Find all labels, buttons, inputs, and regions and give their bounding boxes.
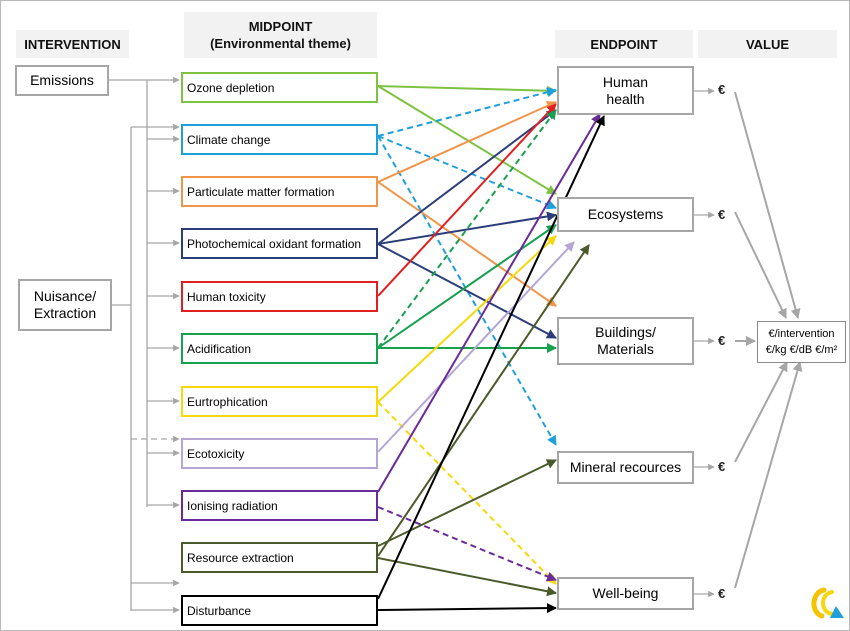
impact-arrow-9 <box>377 244 590 557</box>
midpoint-label: Resource extraction <box>187 550 294 565</box>
endpoint-ecosystems: Ecosystems <box>557 197 694 232</box>
midpoint-label: Acidification <box>187 341 252 356</box>
midpoint-box-resource-extraction: Resource extraction <box>181 542 378 573</box>
midpoint-label: Human toxicity <box>187 289 266 304</box>
impact-arrow-5 <box>377 224 557 349</box>
impact-arrow-2 <box>377 101 557 183</box>
result-line-1: €/intervention <box>768 328 835 340</box>
midpoint-label: Eurtrophication <box>187 394 268 409</box>
header-midpoint-subtitle: (Environmental theme) <box>210 36 351 51</box>
materials-label: Materials <box>597 341 654 357</box>
endpoint-human-health: Human health <box>557 66 694 115</box>
value-arrows <box>734 91 803 589</box>
extraction-label: Extraction <box>33 305 97 321</box>
impact-arrow-3 <box>377 243 557 339</box>
value-convergence-arrow <box>734 361 788 463</box>
header-endpoint: ENDPOINT <box>555 30 693 58</box>
header-midpoint: MIDPOINT (Environmental theme) <box>184 12 377 58</box>
midpoint-box-human-toxicity: Human toxicity <box>181 281 378 312</box>
impact-arrow-1 <box>377 135 557 210</box>
header-intervention: INTERVENTION <box>16 30 129 58</box>
human-health-label-1: Human <box>602 73 649 90</box>
endpoint-buildings-materials: Buildings/ Materials <box>557 317 694 365</box>
value-convergence-arrow <box>734 361 803 589</box>
midpoint-label: Ozone depletion <box>187 80 275 95</box>
header-midpoint-title: MIDPOINT <box>248 19 313 34</box>
impact-arrow-0 <box>377 85 557 195</box>
midpoint-label: Particulate matter formation <box>187 184 335 199</box>
value-symbol-human-health: € <box>718 82 726 97</box>
midpoint-box-ecotoxicity: Ecotoxicity <box>181 438 378 469</box>
header-value: VALUE <box>698 30 837 58</box>
result-value-box: €/intervention €/kg €/dB €/m² <box>757 321 846 363</box>
impact-arrow-8 <box>377 506 557 582</box>
endpoint-mineral-resources: Mineral recources <box>557 451 694 484</box>
midpoint-label: Disturbance <box>187 603 252 618</box>
value-symbol-well-being: € <box>718 586 726 601</box>
result-line-2: €/kg €/dB €/m² <box>765 344 838 356</box>
impact-arrow-1 <box>377 87 557 137</box>
midpoint-box-photochemical-oxidant-formation: Photochemical oxidant formation <box>181 228 378 259</box>
impact-arrow-3 <box>377 109 557 245</box>
emissions-box: Emissions <box>15 65 109 96</box>
impact-arrow-4 <box>377 103 557 297</box>
impact-arrow-6 <box>377 235 557 403</box>
nuisance-extraction-box: Nuisance/ Extraction <box>18 279 112 331</box>
logo-icon <box>811 587 844 619</box>
human-health-label-2: health <box>606 90 645 107</box>
nuisance-label: Nuisance/ <box>33 288 97 304</box>
impact-arrow-10 <box>377 603 557 614</box>
value-symbol-ecosystems: € <box>718 207 726 222</box>
impact-arrow-8 <box>377 113 601 493</box>
impact-arrow-3 <box>377 211 557 245</box>
value-convergence-arrow <box>734 91 801 319</box>
impact-arrow-6 <box>377 401 557 585</box>
impact-arrow-10 <box>377 115 605 600</box>
midpoint-box-ionising-radiation: Ionising radiation <box>181 490 378 521</box>
midpoint-box-acidification: Acidification <box>181 333 378 364</box>
value-symbol-mineral: € <box>718 459 726 474</box>
midpoint-box-particulate-matter-formation: Particulate matter formation <box>181 176 378 207</box>
endpoint-well-being: Well-being <box>557 577 694 610</box>
impact-arrow-9 <box>377 557 557 597</box>
buildings-label: Buildings/ <box>595 324 656 340</box>
midpoint-box-ozone-depletion: Ozone depletion <box>181 72 378 103</box>
impact-arrow-7 <box>377 241 575 453</box>
midpoint-box-eurtrophication: Eurtrophication <box>181 386 378 417</box>
value-symbol-buildings: € <box>718 333 726 348</box>
midpoint-label: Photochemical oxidant formation <box>187 236 362 251</box>
impact-arrows <box>377 85 605 614</box>
impact-arrow-2 <box>377 181 557 307</box>
midpoint-box-climate-change: Climate change <box>181 124 378 155</box>
intervention-connectors <box>109 76 715 614</box>
midpoint-label: Ionising radiation <box>187 498 278 513</box>
value-convergence-arrow <box>734 211 787 319</box>
impact-arrow-9 <box>377 459 557 547</box>
midpoint-label: Climate change <box>187 132 271 147</box>
midpoint-label: Ecotoxicity <box>187 446 245 461</box>
midpoint-box-disturbance: Disturbance <box>181 595 378 626</box>
impact-arrow-0 <box>377 85 557 96</box>
